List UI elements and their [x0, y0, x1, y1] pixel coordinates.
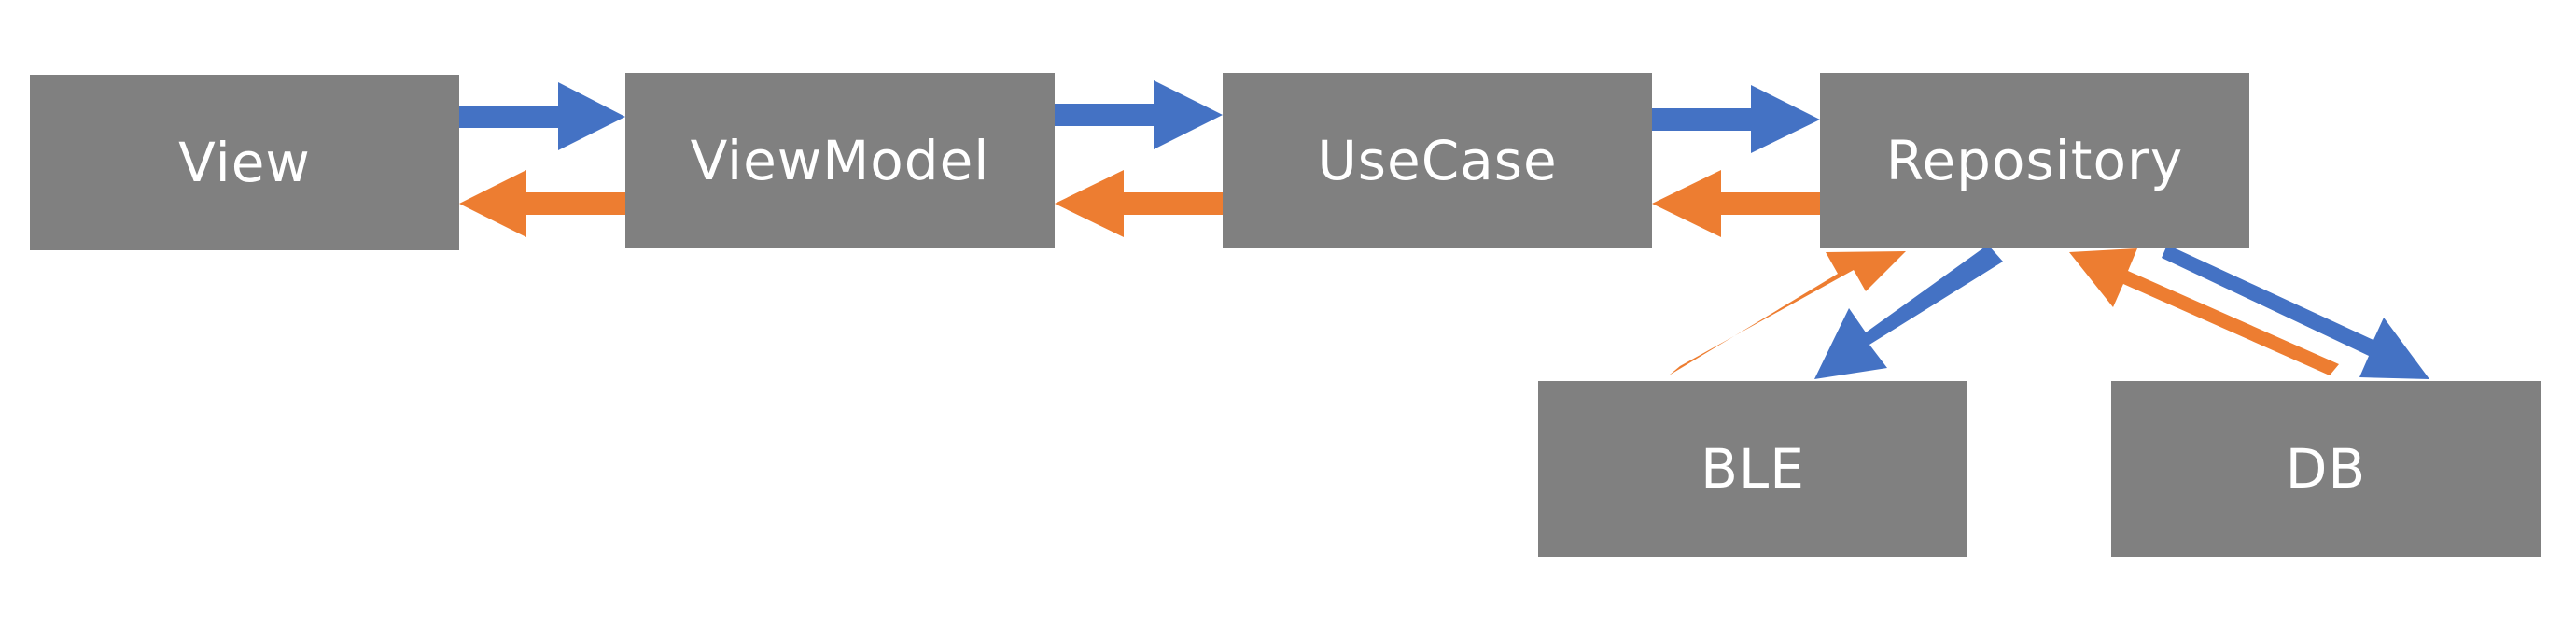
arrow-viewmodel-to-usecase — [1055, 80, 1223, 149]
repository-label: Repository — [1885, 129, 2184, 192]
view-node: View — [30, 75, 459, 250]
arrow-repository-to-db — [2162, 245, 2429, 379]
viewmodel-node: ViewModel — [625, 73, 1055, 248]
arrow-view-to-viewmodel — [459, 82, 625, 150]
ble-label: BLE — [1701, 437, 1805, 501]
arrow-ble-to-repository — [1669, 251, 1906, 375]
repository-node: Repository — [1820, 73, 2249, 248]
ble-node: BLE — [1538, 381, 1967, 557]
viewmodel-label: ViewModel — [690, 129, 990, 192]
arrow-db-to-repository — [2069, 248, 2339, 375]
db-node: DB — [2111, 381, 2541, 557]
arrow-repository-to-usecase — [1652, 170, 1820, 237]
usecase-node: UseCase — [1223, 73, 1652, 248]
view-label: View — [178, 131, 311, 194]
db-label: DB — [2285, 437, 2367, 501]
arrow-viewmodel-to-view — [459, 170, 625, 237]
arrow-usecase-to-repository — [1652, 85, 1820, 153]
arrow-repository-to-ble — [1814, 245, 2003, 379]
usecase-label: UseCase — [1317, 129, 1558, 192]
arrow-usecase-to-viewmodel — [1055, 170, 1223, 237]
